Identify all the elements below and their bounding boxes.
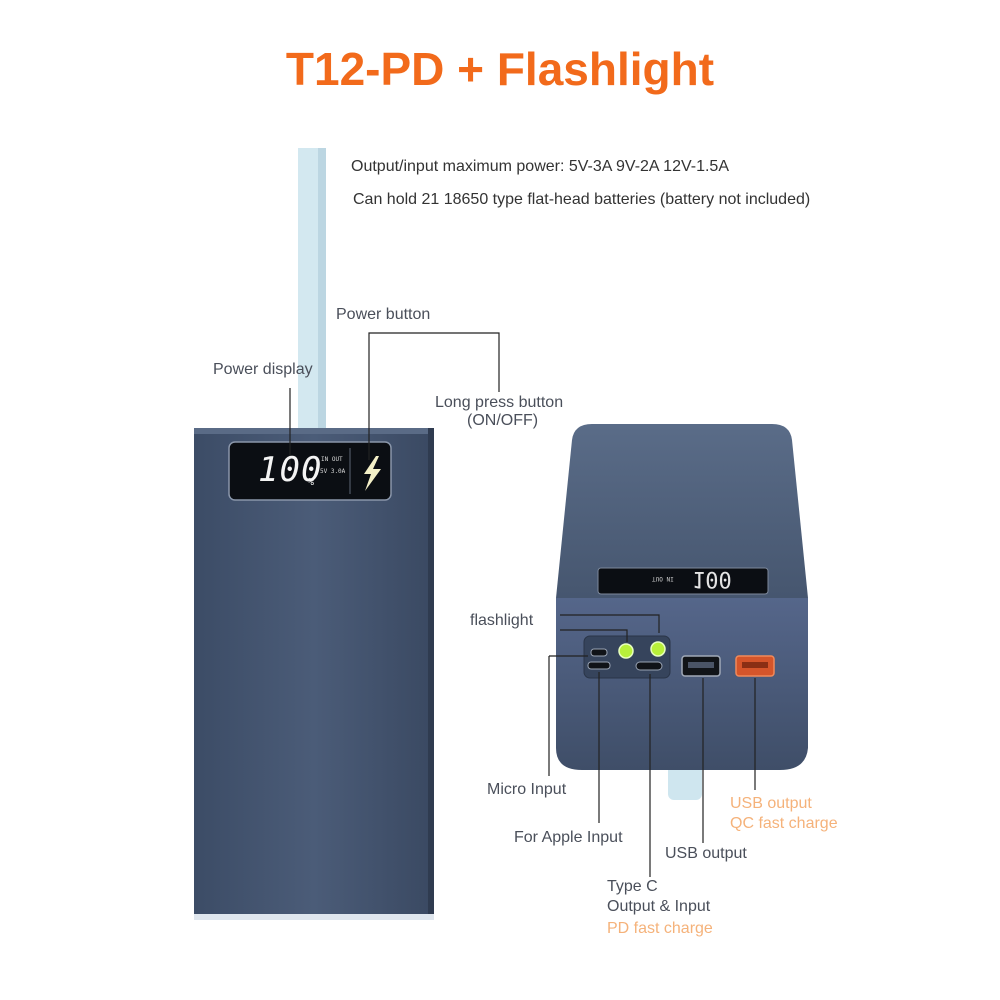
side-lcd-panel [597, 567, 769, 595]
spec-max-power: Output/input maximum power: 5V-3A 9V-2A … [351, 158, 729, 175]
typec-pd-fast-charge-label: PD fast charge [607, 920, 713, 937]
micro-input-label: Micro Input [487, 781, 567, 798]
usb-qc-output-label: USB output [730, 795, 812, 812]
typec-label: Type C [607, 878, 658, 895]
lcd-percent: 100 [258, 450, 323, 490]
front-power-bank [194, 428, 434, 920]
leader-lines [289, 332, 756, 877]
led-light-icon [618, 643, 634, 659]
usb-output-label: USB output [665, 845, 747, 862]
lcd-in-out: IN OUT [321, 456, 343, 463]
side-power-bank-face [556, 598, 808, 770]
lcd-volt: 5V 3.0A [320, 468, 346, 475]
lightning-icon [364, 456, 381, 491]
page-title: T12-PD + Flashlight [285, 43, 715, 95]
lcd-unit: % [308, 477, 315, 488]
apple-input-label: For Apple Input [514, 829, 623, 846]
spec-battery-capacity: Can hold 21 18650 type flat-head batteri… [353, 191, 811, 208]
side-power-bank-body [556, 424, 808, 598]
power-button-label: Power button [336, 306, 431, 323]
long-press-label: Long press button [435, 394, 564, 411]
usb-qc-fast-charge-label: QC fast charge [730, 815, 838, 832]
typec-output-input-label: Output & Input [607, 898, 711, 915]
side-lcd-text: IN OUT [652, 575, 674, 582]
lightning-port [590, 648, 608, 657]
led-light-icon-2 [650, 641, 666, 657]
lanyard-strap-shade [318, 148, 326, 448]
power-display-label: Power display [213, 361, 313, 378]
flashlight-label: flashlight [470, 612, 534, 629]
long-press-onoff-label: (ON/OFF) [467, 412, 539, 429]
micro-port [587, 661, 611, 670]
typec-port [635, 661, 663, 671]
side-lcd-digits: 100 [692, 566, 732, 591]
